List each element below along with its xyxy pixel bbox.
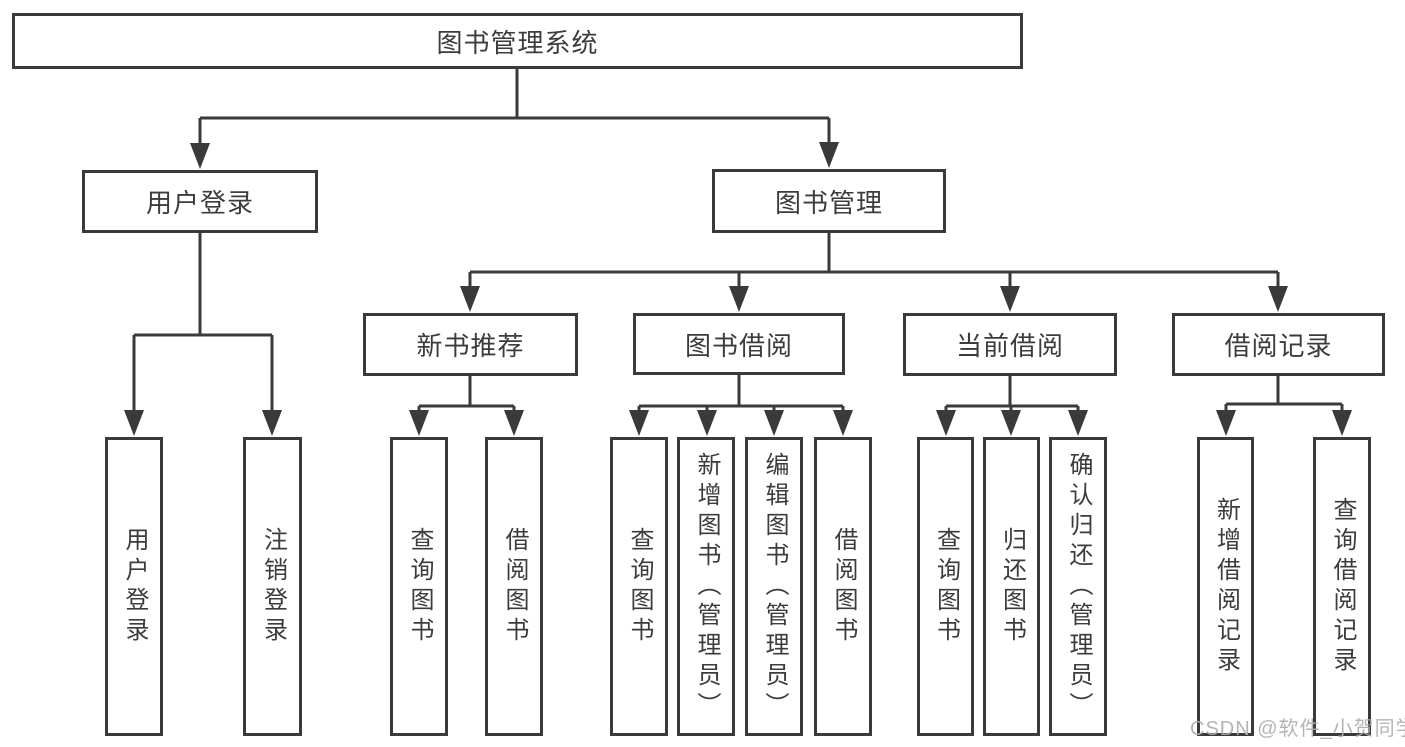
node-new-book-recommend-label: 新书推荐 bbox=[416, 331, 525, 361]
leaf-query-book-recommend-label: 查询图书 bbox=[406, 526, 433, 647]
leaf-add-book-admin-label: 新增图书（管理员） bbox=[693, 451, 720, 722]
node-current-borrow-label: 当前借阅 bbox=[955, 331, 1064, 361]
node-user-login-label: 用户登录 bbox=[145, 188, 254, 218]
leaf-edit-book-admin: 编辑图书（管理员） bbox=[745, 437, 803, 736]
node-book-borrow-label: 图书借阅 bbox=[684, 330, 793, 361]
leaf-add-book-admin: 新增图书（管理员） bbox=[677, 437, 735, 736]
leaf-query-borrow-record: 查询借阅记录 bbox=[1313, 437, 1371, 736]
node-borrow-records: 借阅记录 bbox=[1172, 313, 1385, 376]
leaf-confirm-return-admin-label: 确认归还（管理员） bbox=[1065, 451, 1092, 722]
leaf-return-book-label: 归还图书 bbox=[998, 526, 1026, 647]
leaf-confirm-return-admin: 确认归还（管理员） bbox=[1049, 437, 1107, 736]
leaf-edit-book-admin-label: 编辑图书（管理员） bbox=[761, 451, 788, 722]
leaf-query-book-recommend: 查询图书 bbox=[390, 437, 448, 736]
node-current-borrow: 当前借阅 bbox=[903, 313, 1117, 376]
leaf-borrow-book-recommend-label: 借阅图书 bbox=[501, 526, 528, 647]
node-root-label: 图书管理系统 bbox=[436, 27, 599, 58]
leaf-query-book-current: 查询图书 bbox=[917, 437, 974, 736]
leaf-add-borrow-record-label: 新增借阅记录 bbox=[1212, 496, 1240, 677]
leaf-return-book: 归还图书 bbox=[983, 437, 1040, 736]
leaf-logout: 注销登录 bbox=[243, 437, 302, 736]
node-root: 图书管理系统 bbox=[12, 13, 1023, 69]
leaf-query-borrow-record-label: 查询借阅记录 bbox=[1329, 496, 1356, 677]
node-book-borrow: 图书借阅 bbox=[633, 313, 845, 375]
csdn-watermark: CSDN @软件_小贺同学 bbox=[1190, 718, 1405, 740]
leaf-borrow-book-borrow: 借阅图书 bbox=[814, 437, 872, 736]
leaf-user-login-label: 用户登录 bbox=[121, 526, 148, 647]
leaf-add-borrow-record: 新增借阅记录 bbox=[1197, 437, 1254, 736]
node-book-management-label: 图书管理 bbox=[774, 187, 883, 218]
leaf-borrow-book-recommend: 借阅图书 bbox=[485, 437, 543, 736]
node-borrow-records-label: 借阅记录 bbox=[1224, 331, 1333, 361]
leaf-query-book-current-label: 查询图书 bbox=[932, 526, 960, 647]
node-book-management: 图书管理 bbox=[712, 169, 946, 233]
node-user-login: 用户登录 bbox=[82, 170, 318, 233]
leaf-user-login: 用户登录 bbox=[105, 437, 163, 736]
leaf-logout-label: 注销登录 bbox=[259, 526, 287, 647]
leaf-query-book-borrow-label: 查询图书 bbox=[626, 526, 653, 647]
leaf-query-book-borrow: 查询图书 bbox=[610, 437, 668, 736]
leaf-borrow-book-borrow-label: 借阅图书 bbox=[830, 526, 857, 647]
node-new-book-recommend: 新书推荐 bbox=[363, 313, 578, 376]
